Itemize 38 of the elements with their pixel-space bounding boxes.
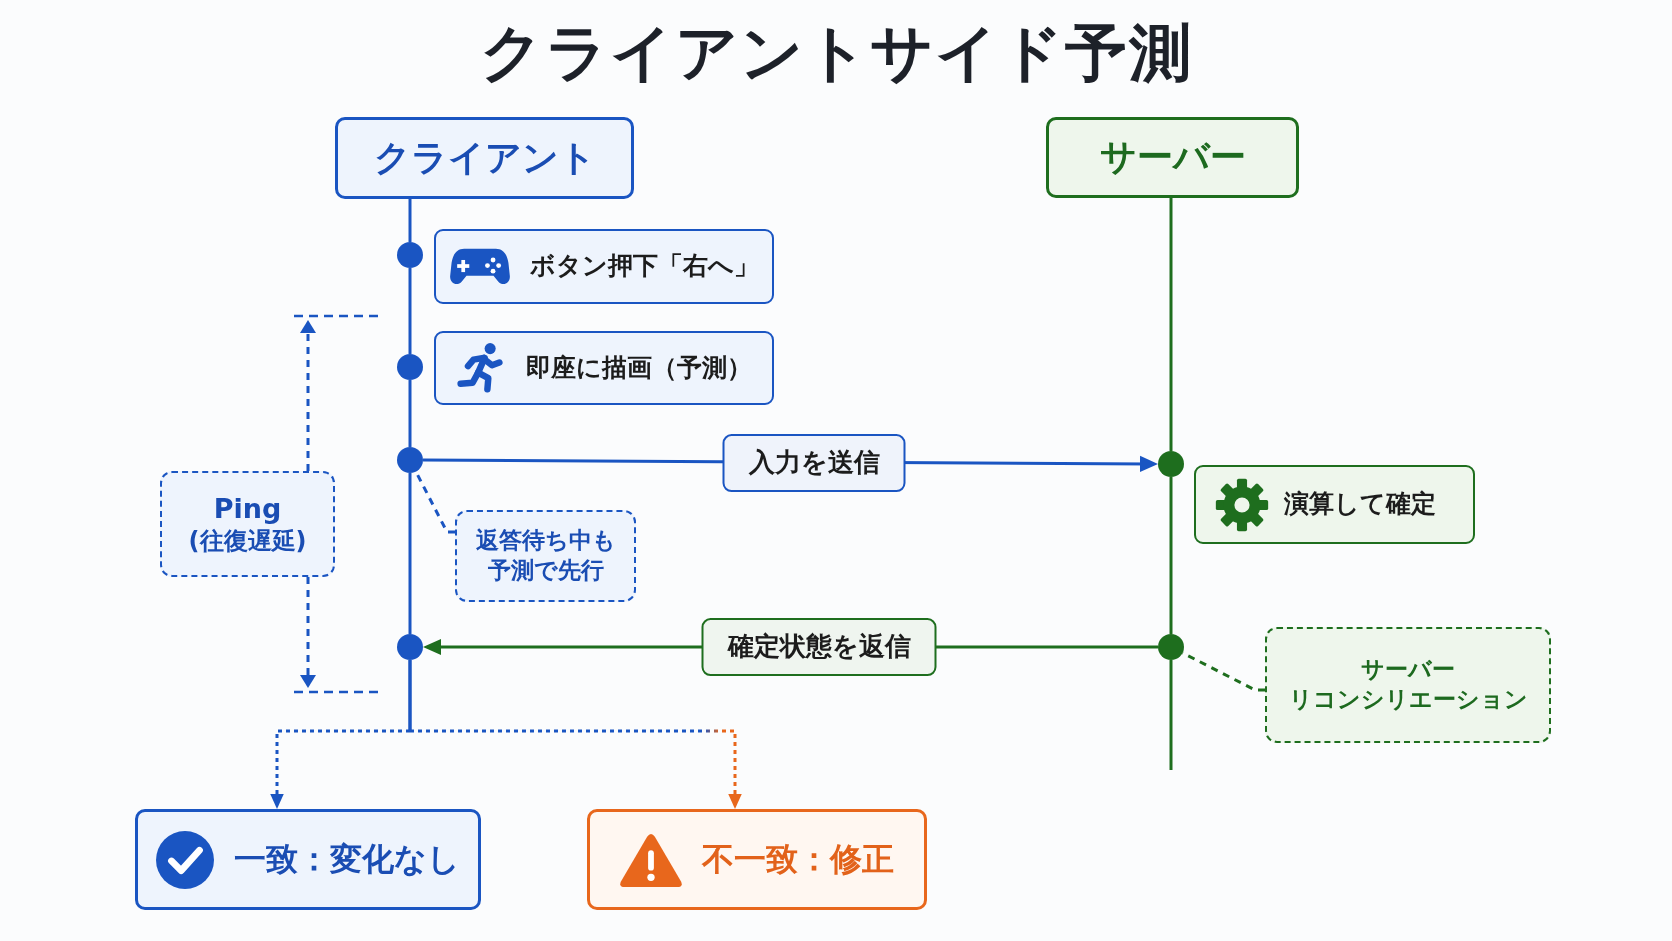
event-dot: [1158, 634, 1184, 660]
result-label: 一致：変化なし: [234, 838, 460, 880]
action-box: [1194, 465, 1475, 544]
title: クライアントサイド予測: [479, 16, 1193, 91]
participant-box: [335, 117, 634, 199]
event-dot: [397, 354, 423, 380]
latency-label: (往復遅延): [188, 525, 307, 557]
lifeline: [1169, 477, 1173, 634]
action-box: [434, 229, 774, 304]
edge-label: 確定状態を返信: [701, 618, 937, 676]
edge-label: 入力を送信: [722, 434, 906, 492]
action-label: 即座に描画（予測）: [526, 351, 752, 384]
participant-box: [1046, 117, 1299, 198]
result-box: [135, 809, 481, 910]
note-box: [1265, 627, 1551, 743]
lifeline: [1169, 660, 1173, 770]
participant-name: サーバー: [1099, 135, 1246, 180]
action-box: [434, 331, 774, 405]
lifeline: [408, 199, 412, 242]
lifeline: [408, 380, 412, 447]
note-box: [160, 471, 335, 577]
lifeline: [408, 268, 412, 354]
note-box: [455, 510, 636, 602]
note-text: サーバーリコンシリエーション: [1288, 655, 1528, 714]
event-dot: [397, 447, 423, 473]
action-label: ボタン押下「右へ」: [530, 250, 759, 283]
event-dot: [397, 242, 423, 268]
result-label: 不一致：修正: [702, 838, 894, 880]
note-text: 返答待ち中も予測で先行: [475, 526, 616, 585]
participant-name: クライアント: [373, 135, 596, 180]
ping-label: Ping: [213, 491, 282, 526]
result-box: [587, 809, 927, 910]
lifeline: [1169, 198, 1173, 451]
lifeline: [408, 473, 412, 634]
branch-arrow: [408, 660, 742, 809]
action-label: 演算して確定: [1284, 488, 1436, 521]
event-dot: [1158, 451, 1184, 477]
event-dot: [397, 634, 423, 660]
